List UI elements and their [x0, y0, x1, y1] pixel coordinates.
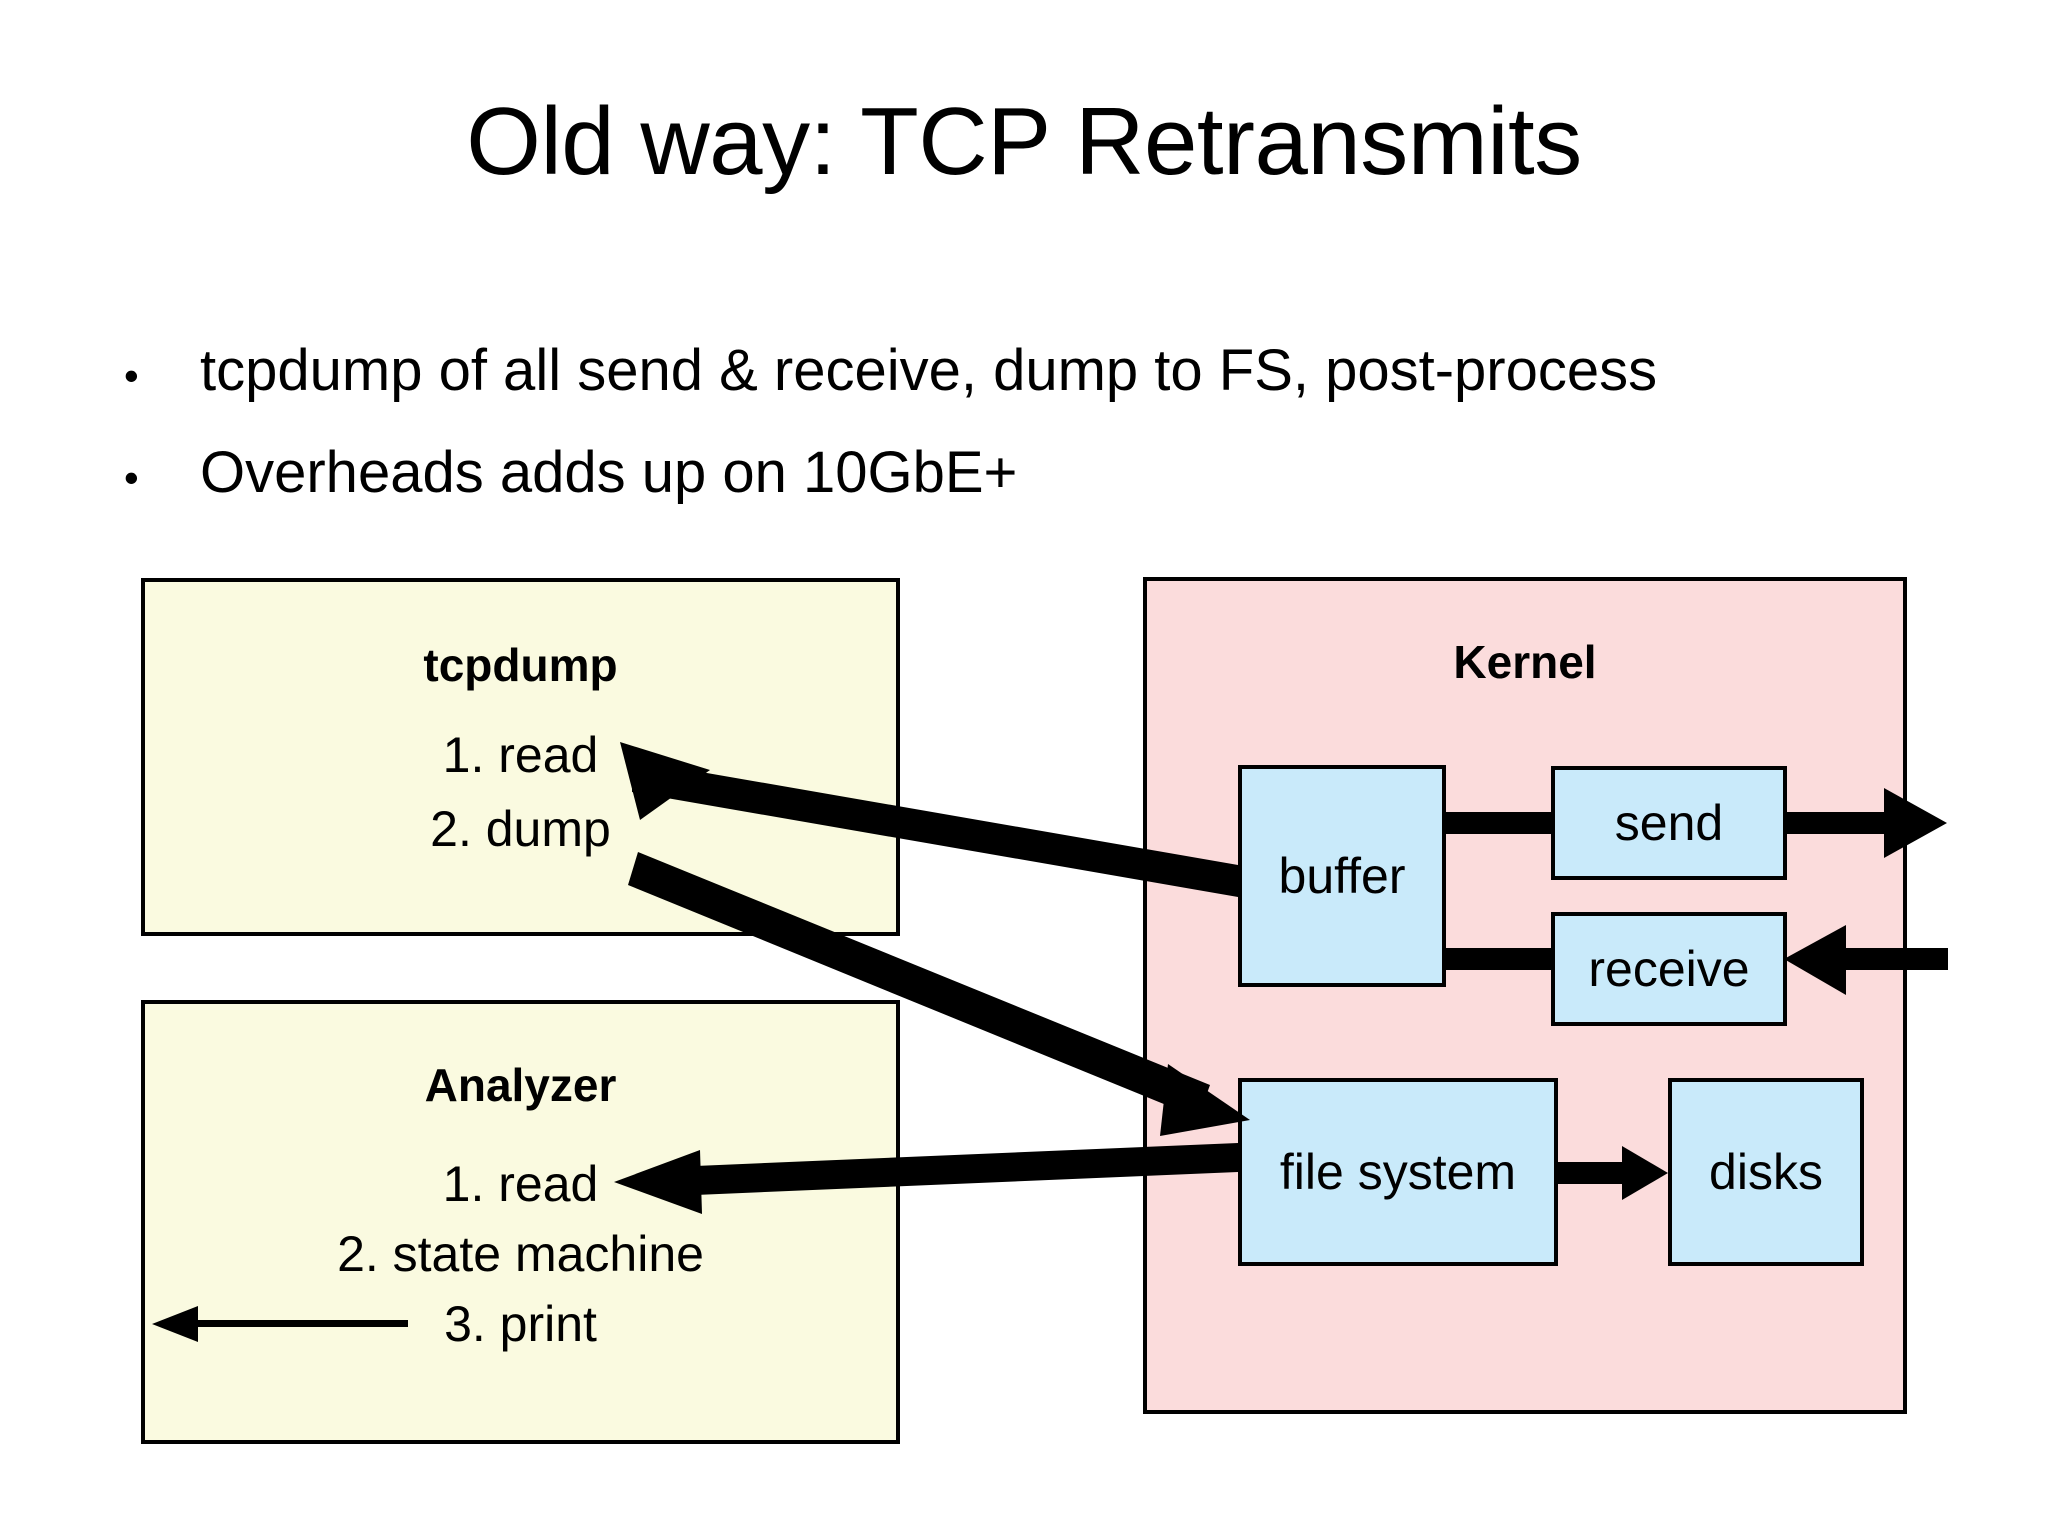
- analyzer-panel: Analyzer 1. read 2. state machine 3. pri…: [141, 1000, 900, 1444]
- list-item: • Overheads adds up on 10GbE+: [118, 424, 1938, 526]
- kernel-box-buffer: buffer: [1238, 765, 1446, 987]
- bullet-point-icon: •: [124, 352, 139, 399]
- analyzer-panel-title: Analyzer: [424, 1059, 617, 1111]
- tcpdump-step-dump: 2. dump: [430, 801, 611, 857]
- analyzer-step-read: 1. read: [442, 1156, 599, 1212]
- analyzer-step-print: 3. print: [444, 1296, 597, 1352]
- bullet-text: Overheads adds up on 10GbE+: [200, 440, 1018, 505]
- tcpdump-panel-title: tcpdump: [423, 639, 618, 691]
- list-item: • tcpdump of all send & receive, dump to…: [118, 322, 1938, 424]
- bullet-text: tcpdump of all send & receive, dump to F…: [200, 338, 1658, 403]
- kernel-box-receive: receive: [1551, 912, 1787, 1026]
- kernel-panel: Kernel: [1143, 577, 1907, 1414]
- kernel-box-disks: disks: [1668, 1078, 1864, 1266]
- tcpdump-panel: tcpdump 1. read 2. dump: [141, 578, 900, 936]
- page-title: Old way: TCP Retransmits: [466, 88, 1582, 195]
- bullet-list: • tcpdump of all send & receive, dump to…: [118, 322, 1938, 526]
- analyzer-step-state-machine: 2. state machine: [337, 1226, 704, 1282]
- bullet-point-icon: •: [124, 454, 139, 501]
- kernel-panel-title: Kernel: [1453, 636, 1597, 688]
- tcpdump-step-read: 1. read: [442, 727, 599, 783]
- kernel-box-send: send: [1551, 766, 1787, 880]
- kernel-box-file-system: file system: [1238, 1078, 1558, 1266]
